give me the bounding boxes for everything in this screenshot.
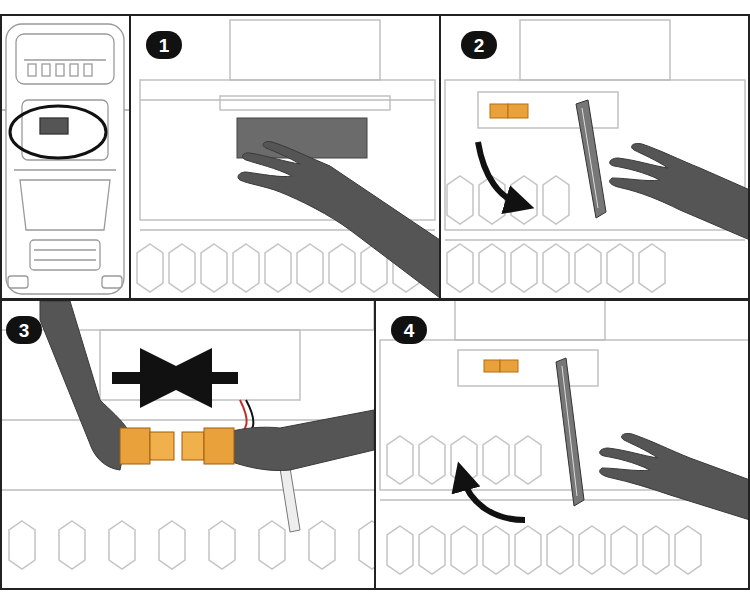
connector-cover [237, 118, 367, 158]
callout-number: 4 [391, 316, 427, 344]
callout-number: 3 [6, 316, 42, 344]
callout-number: 1 [146, 31, 182, 59]
highlight-ellipse [10, 106, 106, 158]
callout-number: 2 [461, 31, 497, 59]
vehicle-top-view [0, 24, 130, 294]
panel-frames [1, 15, 749, 589]
step-4-view [380, 301, 750, 574]
step-2-view [445, 20, 750, 292]
step-1-view [137, 20, 439, 298]
hand [238, 142, 439, 298]
step-3-view [0, 301, 374, 569]
